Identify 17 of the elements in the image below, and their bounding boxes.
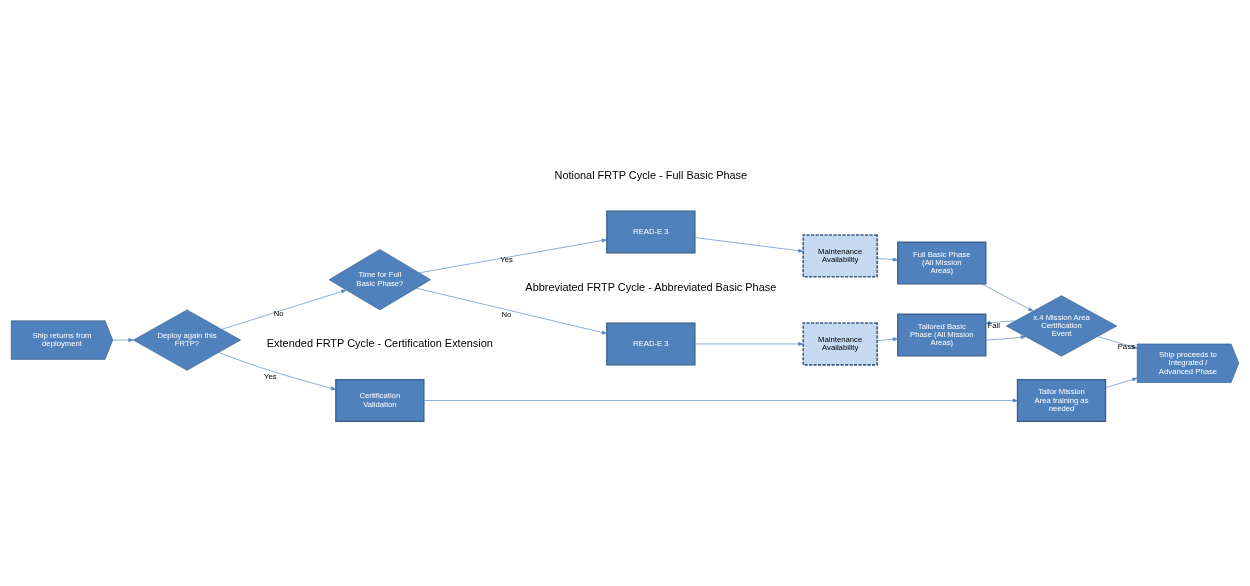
arrow bbox=[419, 238, 607, 274]
arrow bbox=[985, 335, 1026, 341]
arrow bbox=[877, 337, 898, 342]
arrow bbox=[112, 338, 134, 342]
arrow bbox=[423, 398, 1018, 403]
arrow bbox=[1105, 377, 1138, 388]
arrow bbox=[416, 287, 607, 335]
label: Abbreviated FRTP Cycle - Abbreviated Basic Phase bbox=[525, 280, 777, 293]
arrow bbox=[694, 342, 804, 346]
arrow bbox=[218, 352, 337, 391]
arrow bbox=[694, 237, 804, 253]
arrow bbox=[985, 320, 1016, 325]
label: Extended FRTP Cycle - Certification Extension bbox=[266, 337, 493, 350]
arrow bbox=[981, 283, 1034, 312]
arrow bbox=[221, 289, 347, 330]
label: Notional FRTP Cycle - Full Basic Phase bbox=[554, 168, 748, 181]
arrow bbox=[877, 257, 898, 262]
